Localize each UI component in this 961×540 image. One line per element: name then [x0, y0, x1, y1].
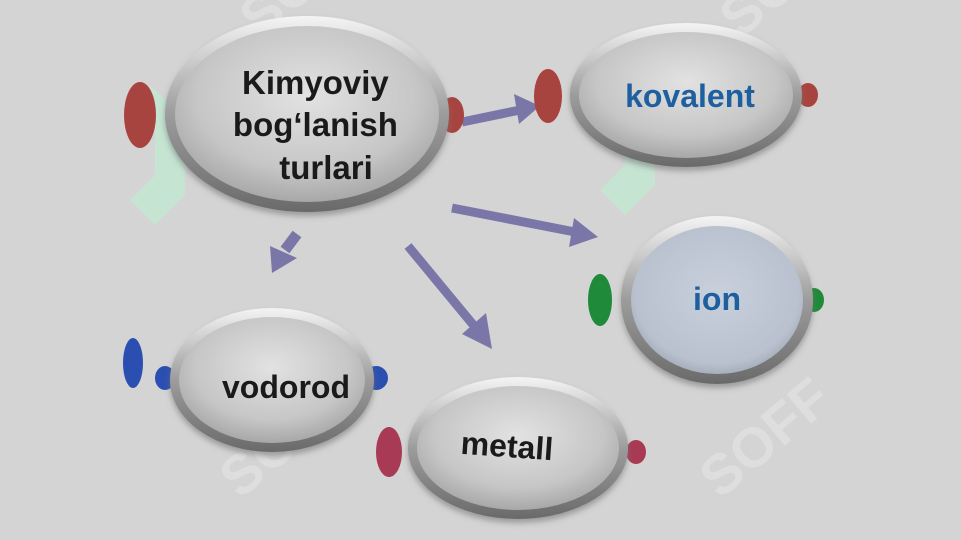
center-node-line-3: turlari — [279, 149, 373, 186]
node-metall: metall — [376, 377, 646, 519]
center-node-title: Kimyoviy bog‘lanish turlari — [233, 64, 407, 186]
arrow-to-ion — [451, 203, 598, 247]
node-vodorod-cap-left — [123, 338, 143, 388]
watermark-text: SOFF — [687, 365, 842, 509]
center-node-line-2: bog‘lanish — [233, 106, 398, 143]
center-node-line-1: Kimyoviy — [242, 64, 389, 101]
node-vodorod-cap-inner — [155, 366, 175, 390]
node-kovalent: kovalent — [534, 23, 818, 167]
node-metall-cap-right — [626, 440, 646, 464]
node-ion-label: ion — [693, 281, 741, 317]
node-ion: ion — [588, 216, 824, 384]
arrow-to-metall — [404, 243, 492, 349]
node-kovalent-cap-right — [798, 83, 818, 107]
node-ion-cap-left — [588, 274, 612, 326]
center-node-cap-left — [124, 82, 156, 148]
node-metall-cap-left — [376, 427, 402, 477]
node-metall-label: metall — [460, 425, 555, 467]
node-vodorod: vodorod — [123, 308, 388, 452]
arrow-to-vodorod — [270, 230, 302, 273]
center-node: Kimyoviy bog‘lanish turlari — [124, 16, 464, 212]
node-vodorod-label: vodorod — [222, 369, 350, 405]
node-kovalent-label: kovalent — [625, 78, 755, 114]
arrows — [270, 94, 598, 349]
node-kovalent-cap-left — [534, 69, 562, 123]
arrow-to-kovalent — [461, 94, 540, 127]
